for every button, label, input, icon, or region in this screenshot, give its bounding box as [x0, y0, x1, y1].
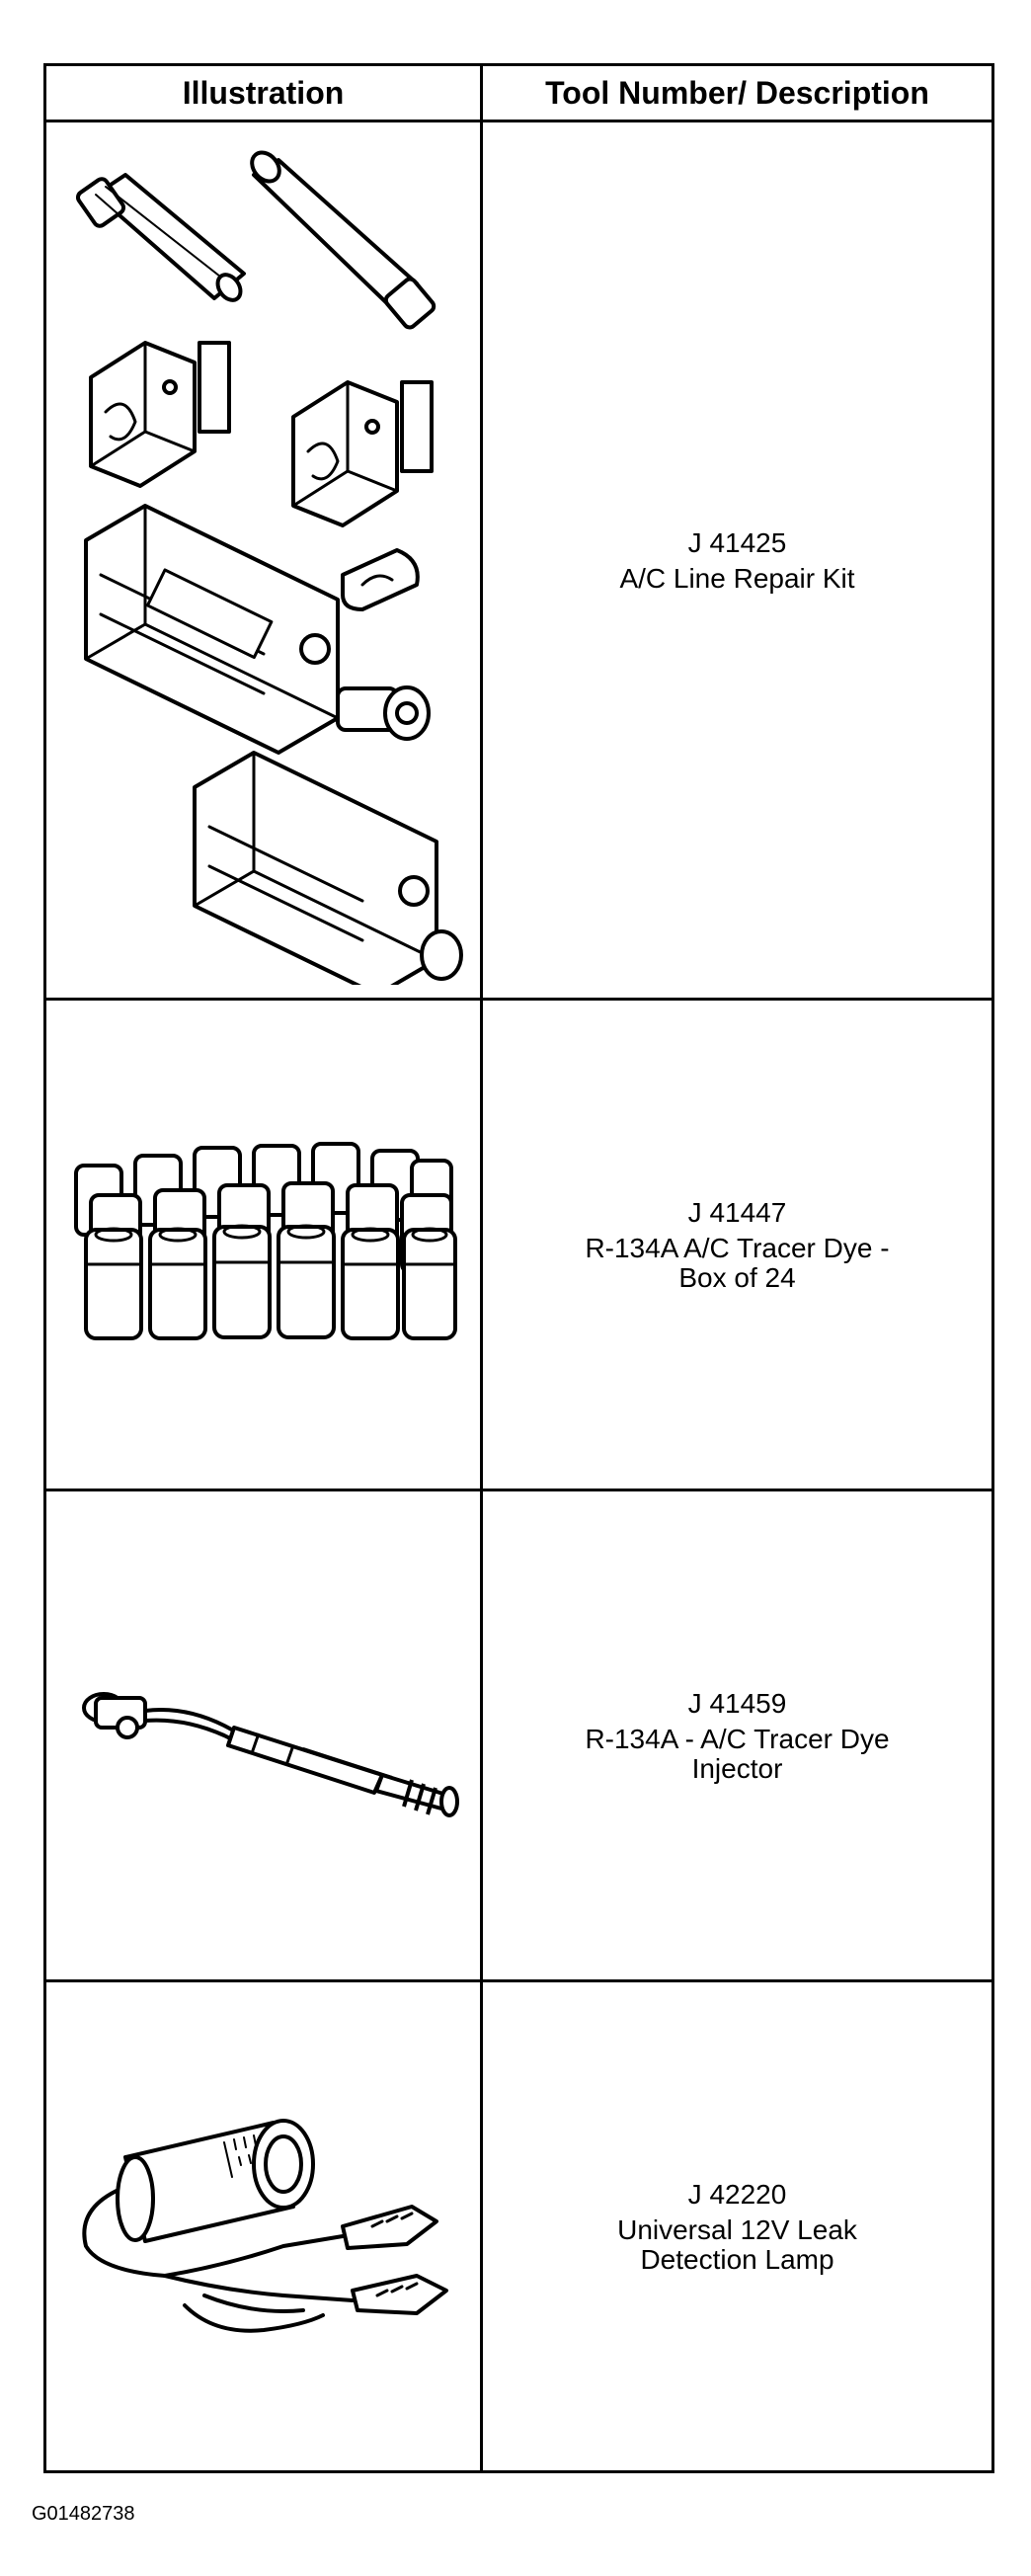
- table-row: J 41425 A/C Line Repair Kit: [43, 120, 994, 1001]
- line-repair-kit-icon: [75, 150, 463, 985]
- header-illustration: Illustration: [43, 63, 483, 122]
- table-row: J 41459 R-134A - A/C Tracer Dye Injector: [43, 1489, 994, 1982]
- tool-description: R-134A A/C Tracer Dye - Box of 24: [585, 1233, 890, 1293]
- illustration-cell: [43, 1489, 483, 1982]
- table-row: J 41447 R-134A A/C Tracer Dye - Box of 2…: [43, 998, 994, 1491]
- dye-injector-icon: [81, 1692, 459, 1817]
- figure-id: G01482738: [32, 2503, 135, 2525]
- description-cell: J 41425 A/C Line Repair Kit: [480, 120, 994, 1001]
- description-cell: J 41459 R-134A - A/C Tracer Dye Injector: [480, 1489, 994, 1982]
- tool-description: A/C Line Repair Kit: [619, 563, 855, 594]
- illustration-cell: [43, 1979, 483, 2473]
- illustration-cell: [43, 998, 483, 1491]
- illustration-cell: [43, 120, 483, 1001]
- tool-number: J 42220: [687, 2179, 787, 2210]
- description-cell: J 41447 R-134A A/C Tracer Dye - Box of 2…: [480, 998, 994, 1491]
- tool-number: J 41459: [687, 1688, 787, 1719]
- leak-detection-lamp-icon: [81, 2119, 448, 2333]
- header-tool-description: Tool Number/ Description: [480, 63, 994, 122]
- header-row: Illustration Tool Number/ Description: [43, 63, 994, 122]
- table-row: J 42220 Universal 12V Leak Detection Lam…: [43, 1979, 994, 2473]
- tool-number: J 41447: [687, 1197, 787, 1228]
- tool-description: R-134A - A/C Tracer Dye Injector: [585, 1724, 890, 1784]
- tool-table: Illustration Tool Number/ Description: [43, 63, 994, 2473]
- description-cell: J 42220 Universal 12V Leak Detection Lam…: [480, 1979, 994, 2473]
- tool-number: J 41425: [687, 527, 787, 558]
- tool-description: Universal 12V Leak Detection Lamp: [617, 2214, 857, 2275]
- tracer-dye-bottles-icon: [73, 1142, 457, 1340]
